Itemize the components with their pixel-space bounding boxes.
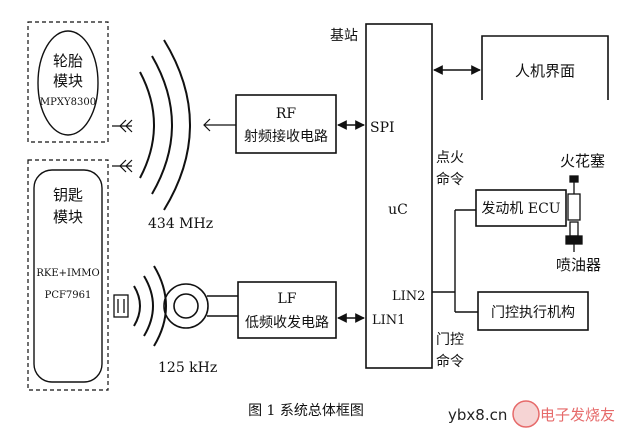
key-module-line1: 钥匙 xyxy=(53,186,83,204)
ignition-cmd-line2: 命令 xyxy=(436,171,464,188)
tire-module-box xyxy=(27,21,109,143)
rf-antenna-icon xyxy=(203,118,236,132)
key-coil-icon xyxy=(113,294,129,318)
rf-block-subtitle: 射频接收电路 xyxy=(244,128,328,145)
lf-block-subtitle: 低频收发电路 xyxy=(245,315,329,331)
door-actuator-label: 门控执行机构 xyxy=(491,305,575,321)
key-module-part2: PCF7961 xyxy=(45,290,92,301)
rf-wave-arcs xyxy=(139,39,191,211)
lf-wave-arcs xyxy=(133,265,167,347)
spi-label: SPI xyxy=(370,120,395,136)
freq-434-label: 434 MHz xyxy=(148,216,213,232)
injector-label: 喷油器 xyxy=(556,256,601,274)
ignition-cmd-line1: 点火 xyxy=(436,150,464,166)
freq-125-label: 125 kHz xyxy=(158,360,217,376)
lin2-label: LIN2 xyxy=(392,289,425,304)
key-module-box xyxy=(27,159,109,391)
tire-module-part: MPXY8300 xyxy=(40,97,96,108)
lin-bus-lines xyxy=(432,209,478,313)
door-cmd-line2: 命令 xyxy=(436,353,464,370)
base-station-label: 基站 xyxy=(330,27,358,44)
watermark: ybx8.cn 电子发烧友 xyxy=(448,400,615,428)
spark-plug-icon xyxy=(567,175,581,221)
lf-block xyxy=(237,281,337,339)
tire-module-oval xyxy=(37,30,99,136)
engine-ecu-label: 发动机 ECU xyxy=(481,201,560,217)
spark-plug-label: 火花塞 xyxy=(560,152,605,170)
lf-block-title: LF xyxy=(277,291,296,307)
hmi-label: 人机界面 xyxy=(515,62,575,80)
rf-block-title: RF xyxy=(276,106,297,122)
uc-label: uC xyxy=(388,202,408,218)
key-antenna-icon xyxy=(112,159,133,173)
engine-ecu-block xyxy=(475,189,567,227)
figure-caption: 图 1 系统总体框图 xyxy=(248,403,364,419)
uc-block xyxy=(365,23,433,369)
rf-block xyxy=(235,94,337,154)
tire-antenna-icon xyxy=(112,119,133,133)
lin1-label: LIN1 xyxy=(372,313,405,328)
door-cmd-line1: 门控 xyxy=(436,332,464,348)
tire-module-line2: 模块 xyxy=(53,72,83,90)
door-actuator-block xyxy=(477,291,589,331)
key-module-line2: 模块 xyxy=(53,208,83,226)
lf-loop-antenna-icon xyxy=(163,283,238,329)
key-module-inner xyxy=(33,169,103,383)
watermark-site: ybx8.cn xyxy=(448,406,507,424)
watermark-brand: 电子发烧友 xyxy=(540,406,615,424)
hmi-block xyxy=(481,35,609,100)
key-module-part1: RKE+IMMO xyxy=(36,268,99,279)
tire-module-line1: 轮胎 xyxy=(53,52,83,70)
watermark-logo-icon xyxy=(512,400,540,428)
injector-icon xyxy=(565,221,583,252)
